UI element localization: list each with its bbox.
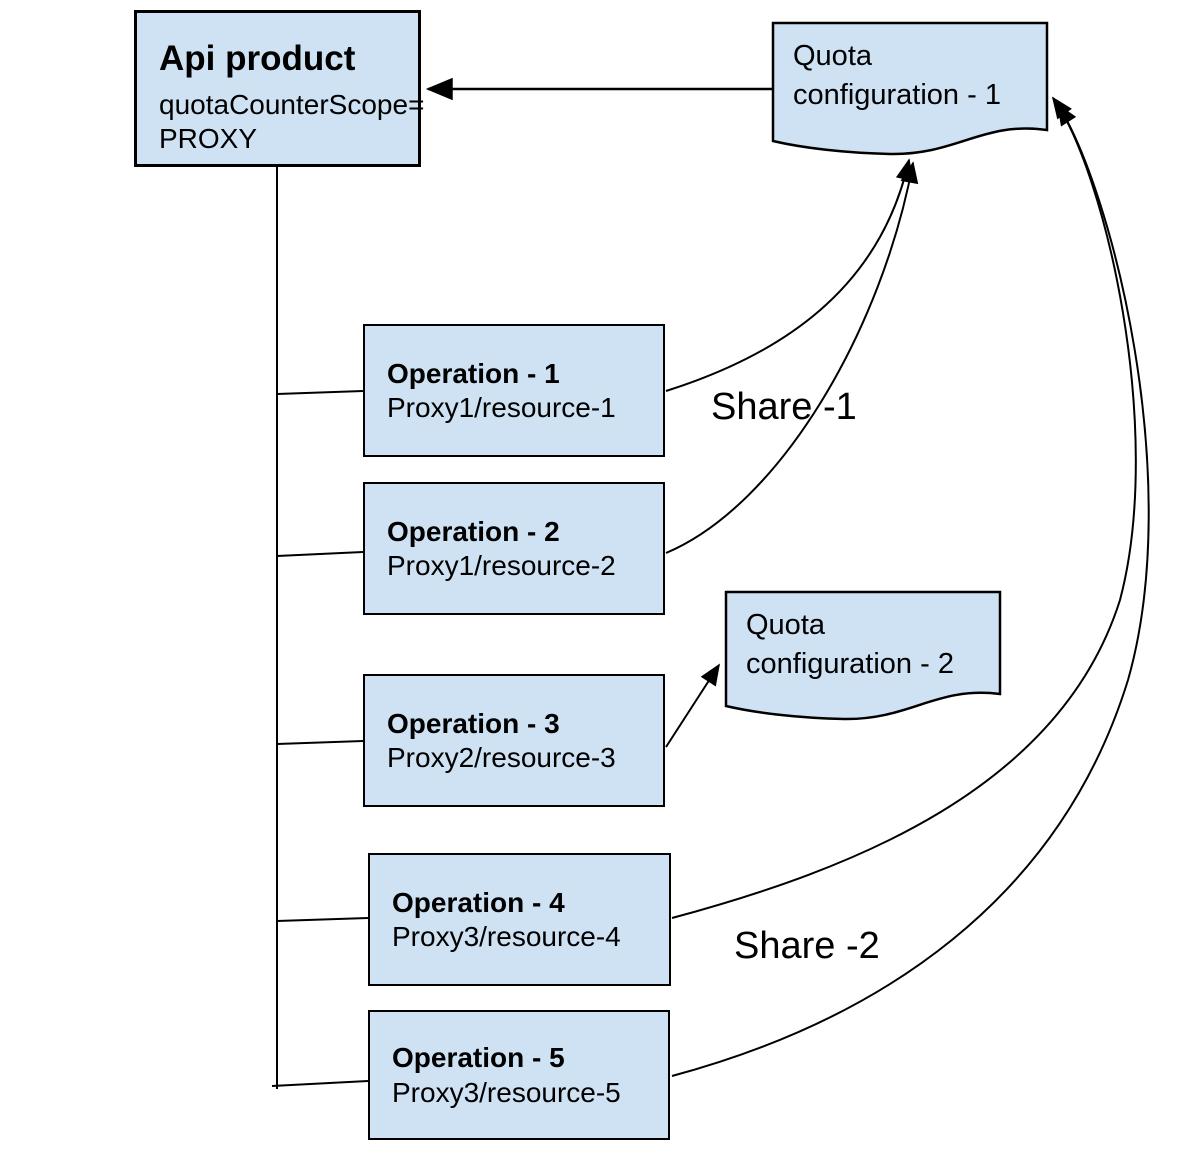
quota-config-2-node: Quota configuration - 2 — [724, 590, 1002, 730]
operation3-to-quota2-arrow — [665, 663, 720, 748]
operation-node-4: Operation - 4 Proxy3/resource-4 — [368, 853, 671, 986]
operation-resource: Proxy2/resource-3 — [387, 742, 616, 774]
operation-node-1: Operation - 1 Proxy1/resource-1 — [363, 324, 665, 457]
operation5-to-quota1-arrow — [671, 103, 1150, 1077]
operation-title: Operation - 5 — [392, 1042, 565, 1073]
operation-title: Operation - 4 — [392, 886, 565, 918]
share-1-label: Share -1 — [711, 386, 857, 428]
operation1-to-quota1-arrow — [665, 158, 914, 392]
operation-resource: Proxy1/resource-1 — [387, 392, 616, 424]
api-product-scope-text: quotaCounterScope= PROXY — [159, 88, 425, 154]
document-shape — [771, 21, 1049, 156]
operation-title: Operation - 3 — [387, 707, 560, 739]
operation2-to-quota1-arrow — [665, 161, 919, 554]
operation-title: Operation - 1 — [387, 357, 560, 389]
document-shape — [724, 590, 1002, 721]
operation-resource: Proxy3/resource-5 — [392, 1076, 621, 1108]
operation4-to-quota1-arrow — [671, 96, 1137, 919]
operation-resource: Proxy1/resource-2 — [387, 550, 616, 582]
operation-title: Operation - 2 — [387, 515, 560, 547]
quota-config-1-label: Quota configuration - 1 — [793, 40, 1001, 111]
trunk-branch-operation3-line — [276, 740, 364, 745]
trunk-branch-operation1-line — [276, 390, 364, 395]
operation-node-3: Operation - 3 Proxy2/resource-3 — [363, 674, 665, 807]
trunk-branch-operation4-line — [276, 917, 369, 922]
api-product-node: Api product quotaCounterScope= PROXY — [134, 10, 425, 167]
operation-resource: Proxy3/resource-4 — [392, 921, 621, 953]
quota-config-2-label: Quota configuration - 2 — [746, 609, 954, 680]
trunk-branch-operation2-line — [276, 551, 364, 557]
trunk-branch-operation5-line — [271, 1080, 369, 1087]
api-product-title: Api product — [159, 39, 356, 78]
quota-config-1-node: Quota configuration - 1 — [771, 21, 1049, 163]
operation-node-5: Operation - 5 Proxy3/resource-5 — [368, 1010, 670, 1140]
operation-node-2: Operation - 2 Proxy1/resource-2 — [363, 482, 665, 615]
share-2-label: Share -2 — [734, 925, 880, 967]
